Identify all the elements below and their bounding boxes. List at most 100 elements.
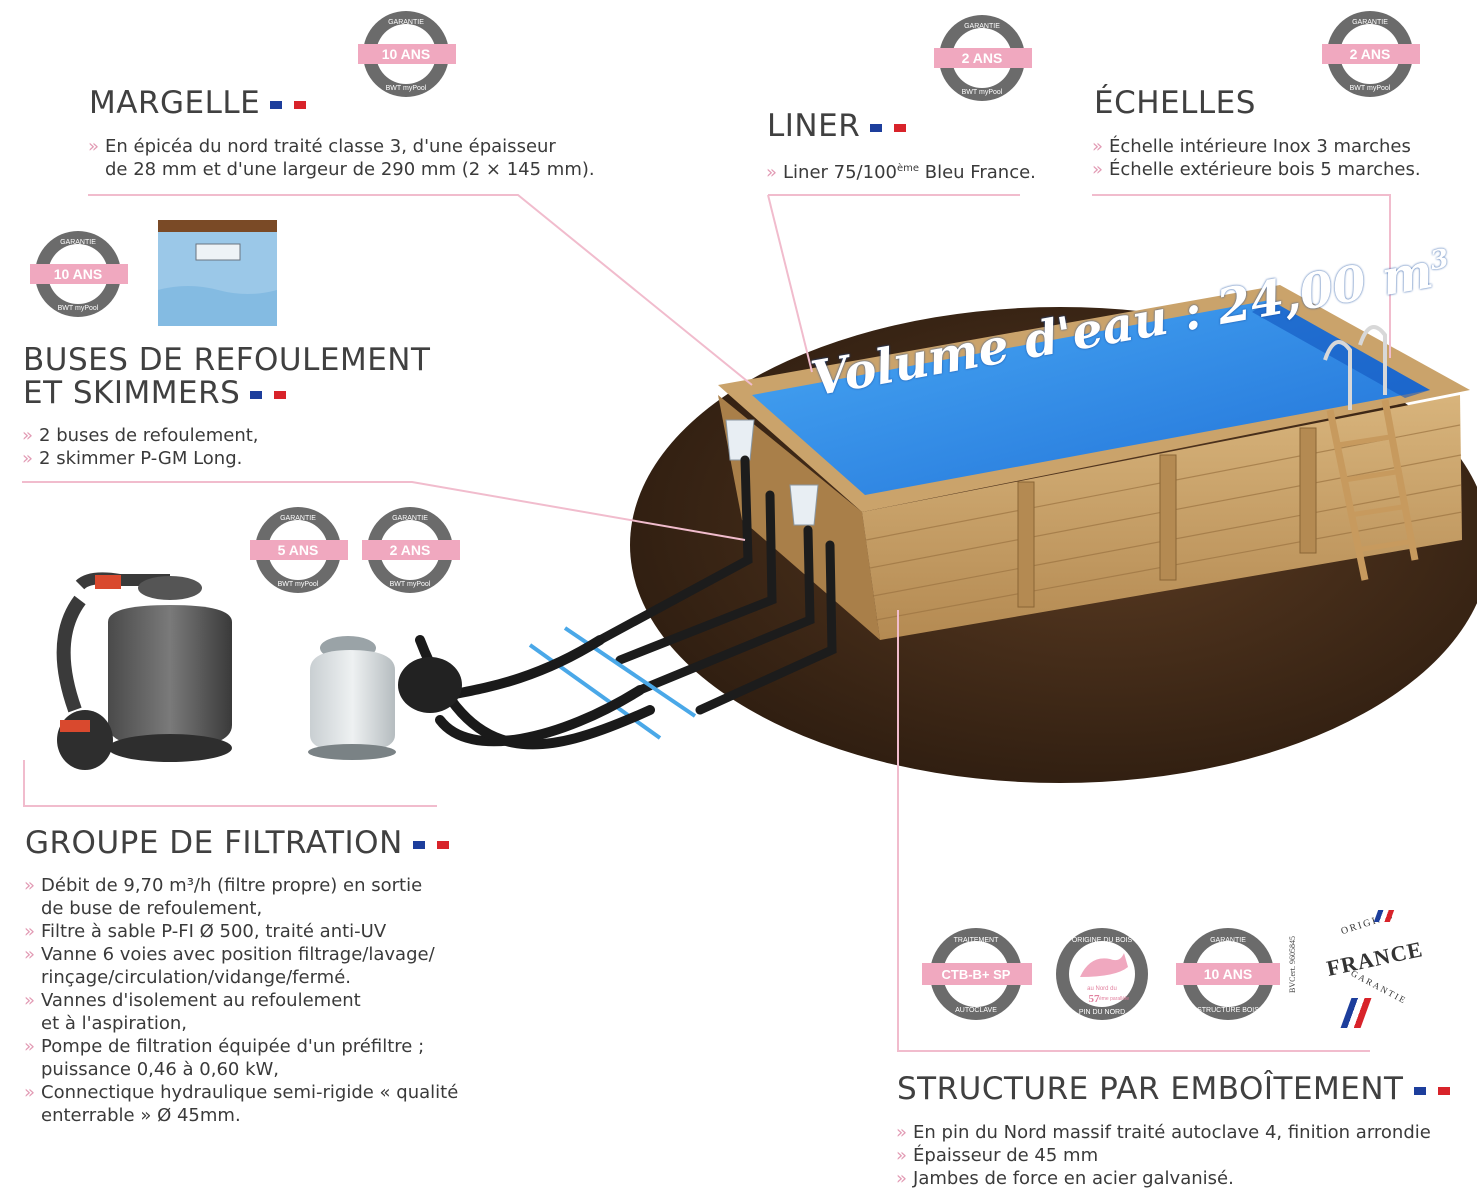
badge-top-text: GARANTIE	[964, 23, 1000, 30]
bullet-icon: »	[24, 990, 36, 1011]
warranty-badge-echelles: 2 ANS GARANTIE BWT myPool	[1322, 11, 1420, 97]
france-flag-icon	[412, 840, 449, 849]
filtration-item-6-b: enterrable » Ø 45mm.	[41, 1105, 241, 1126]
badge-brand-text: BWT myPool	[386, 85, 427, 92]
buses-line-2: 2 skimmer P-GM Long.	[39, 448, 243, 469]
buses-title: BUSES DE REFOULEMENT	[23, 343, 430, 377]
badge-top-text: ORIGINE DU BOIS	[1072, 937, 1133, 944]
bullet-icon: »	[88, 136, 100, 157]
badge-bottom-text: PIN DU NORD	[1079, 1009, 1125, 1016]
skimmer-photo	[158, 220, 277, 326]
margelle-title: MARGELLE	[89, 85, 307, 121]
bullet-icon: »	[22, 425, 34, 446]
liner-text-a: Liner 75/100	[783, 162, 897, 183]
filtration-title: GROUPE DE FILTRATION	[25, 826, 449, 860]
echelles-title-text: ÉCHELLES	[1094, 85, 1256, 121]
bullet-icon: »	[1092, 159, 1104, 180]
pool-water	[752, 300, 1430, 495]
seal-flag-stripes	[1340, 998, 1372, 1028]
bullet-icon: »	[24, 1036, 36, 1057]
structure-title: STRUCTURE PAR EMBOÎTEMENT	[897, 1072, 1450, 1106]
warranty-badge-buses: 10 ANS GARANTIE BWT myPool	[30, 231, 128, 317]
structure-description: »En pin du Nord massif traité autoclave …	[896, 1121, 1431, 1190]
filtration-item-6-a: Connectique hydraulique semi-rigide « qu…	[41, 1082, 459, 1103]
badge-center-text: au Nord du	[1087, 986, 1117, 992]
pool-body	[718, 285, 1470, 640]
filtration-item-3-b: rinçage/circulation/vidange/fermé.	[41, 967, 351, 988]
filtration-item-5-b: puissance 0,46 à 0,60 kW,	[41, 1059, 280, 1080]
filtration-item-1-b: de buse de refoulement,	[41, 898, 263, 919]
margelle-line-2: de 28 mm et d'une largeur de 290 mm (2 ×…	[105, 159, 595, 180]
badge-years-text: 10 ANS	[1204, 966, 1253, 982]
echelles-description: »Échelle intérieure Inox 3 marches »Éche…	[1092, 135, 1421, 181]
badge-years-text: 5 ANS	[278, 542, 319, 558]
filtration-item-2: Filtre à sable P-FI Ø 500, traité anti-U…	[41, 921, 387, 942]
badge-top-text: TRAITEMENT	[954, 937, 999, 944]
bullet-icon: »	[896, 1145, 908, 1166]
margelle-title-text: MARGELLE	[89, 85, 261, 121]
filtration-item-4-a: Vannes d'isolement au refoulement	[41, 990, 361, 1011]
bullet-icon: »	[24, 921, 36, 942]
badge-brand-text: BWT myPool	[58, 305, 99, 312]
filtration-item-3-a: Vanne 6 voies avec position filtrage/lav…	[41, 944, 435, 965]
buses-line-1: 2 buses de refoulement,	[39, 425, 259, 446]
badge-brand-text: BWT myPool	[390, 581, 431, 588]
bullet-icon: »	[766, 162, 778, 183]
bullet-icon: »	[1092, 136, 1104, 157]
badge-bottom-text: AUTOCLAVE	[955, 1007, 997, 1014]
liner-superscript: ème	[896, 163, 920, 174]
filtration-item-4-b: et à l'aspiration,	[41, 1013, 188, 1034]
badge-top-text: GARANTIE	[60, 239, 96, 246]
france-flag-icon	[250, 390, 287, 399]
buses-title-2: ET SKIMMERS	[23, 375, 287, 411]
echelles-title: ÉCHELLES	[1094, 86, 1256, 120]
sand-filter-small	[308, 636, 462, 760]
echelles-line-2: Échelle extérieure bois 5 marches.	[1109, 159, 1421, 180]
france-flag-icon	[270, 100, 307, 109]
origin-wood-badge: au Nord du 57 ème parallèle ORIGINE DU B…	[1056, 928, 1148, 1020]
buses-description: »2 buses de refoulement, »2 skimmer P-GM…	[22, 424, 259, 470]
france-flag-icon	[870, 123, 907, 132]
badge-top-text: GARANTIE	[280, 515, 316, 522]
badge-band-text: CTB-B+ SP	[942, 967, 1011, 982]
badge-top-text: GARANTIE	[392, 515, 428, 522]
filtration-description: »Débit de 9,70 m³/h (filtre propre) en s…	[24, 874, 458, 1127]
badge-top-text: GARANTIE	[1210, 937, 1246, 944]
badge-top-text: GARANTIE	[1352, 19, 1388, 26]
leader-lines	[22, 194, 1391, 1052]
bullet-icon: »	[24, 875, 36, 896]
seal-france-word: FRANCE	[1324, 936, 1426, 981]
sand-filter-large	[56, 572, 232, 770]
buses-title-line-2: ET SKIMMERS	[23, 375, 241, 411]
buses-title-line-1: BUSES DE REFOULEMENT	[23, 342, 431, 378]
echelles-line-1: Échelle intérieure Inox 3 marches	[1109, 136, 1411, 157]
warranty-badge-filtre-5: 5 ANS GARANTIE BWT myPool	[250, 507, 348, 593]
badge-years-text: 2 ANS	[390, 542, 431, 558]
structure-line-3: Jambes de force en acier galvanisé.	[913, 1168, 1234, 1189]
liner-description: »Liner 75/100ème Bleu France.	[766, 157, 1036, 184]
warranty-badge-liner: 2 ANS GARANTIE BWT myPool	[934, 15, 1032, 101]
badge-brand-text: BWT myPool	[962, 89, 1003, 96]
skimmers	[725, 419, 819, 526]
bullet-icon: »	[896, 1122, 908, 1143]
cert-number: BVCert. 9605845	[1287, 936, 1297, 993]
bullet-icon: »	[24, 944, 36, 965]
warranty-badge-structure: 10 ANS GARANTIE STRUCTURE BOIS	[1176, 928, 1280, 1020]
badge-center-suffix: ème parallèle	[1099, 996, 1129, 1002]
filtration-title-text: GROUPE DE FILTRATION	[25, 825, 403, 861]
warranty-badge-filtre-2: 2 ANS GARANTIE BWT myPool	[362, 507, 460, 593]
liner-title-text: LINER	[767, 108, 861, 144]
bullet-icon: »	[896, 1168, 908, 1189]
badge-years-text: 2 ANS	[962, 50, 1003, 66]
badge-center-number: 57	[1089, 993, 1101, 1005]
badge-bottom-text: STRUCTURE BOIS	[1197, 1007, 1259, 1014]
filtration-item-1-a: Débit de 9,70 m³/h (filtre propre) en so…	[41, 875, 423, 896]
bullet-icon: »	[24, 1082, 36, 1103]
badge-years-text: 2 ANS	[1350, 46, 1391, 62]
structure-line-1: En pin du Nord massif traité autoclave 4…	[913, 1122, 1431, 1143]
margelle-description: »En épicéa du nord traité classe 3, d'un…	[88, 135, 595, 181]
liner-text-b: Bleu France.	[919, 162, 1036, 183]
badge-brand-text: BWT myPool	[278, 581, 319, 588]
margelle-line-1: En épicéa du nord traité classe 3, d'une…	[105, 136, 556, 157]
